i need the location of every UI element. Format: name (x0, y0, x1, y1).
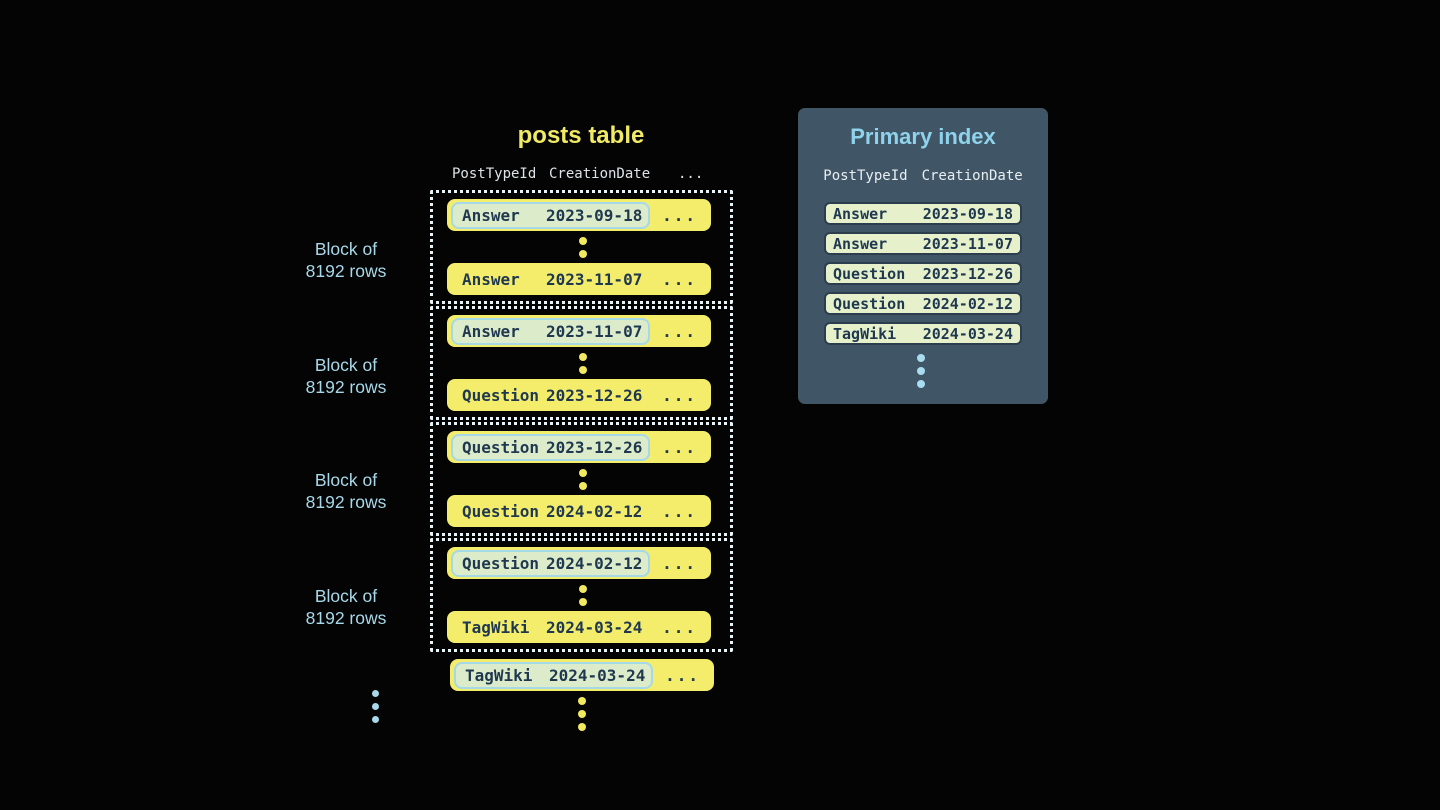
cell-creationdate: 2024-03-24 (922, 324, 1013, 343)
cell-creationdate: 2023-09-18 (922, 204, 1013, 223)
row-block-2: Answer 2023-11-07 ... Question 2023-12-2… (430, 306, 733, 420)
cell-posttypeid: Question (462, 553, 540, 573)
cell-posttypeid: Question (462, 385, 540, 405)
table-row: Answer 2023-11-07 ... (447, 315, 711, 347)
cell-creationdate: 2023-12-26 (922, 264, 1013, 283)
table-row: TagWiki 2024-03-24 ... (447, 611, 711, 643)
index-mark-highlight: Answer 2023-09-18 (451, 201, 650, 229)
index-row: Answer 2023-09-18 (824, 202, 1022, 225)
cell-posttypeid: Answer (833, 234, 888, 253)
primary-index-column-headers: PostTypeId CreationDate (798, 168, 1048, 184)
cell-posttypeid: Question (833, 264, 906, 283)
index-row: TagWiki 2024-03-24 (824, 322, 1022, 345)
index-mark-highlight: Question 2023-12-26 (451, 433, 650, 461)
cell-posttypeid: Answer (833, 204, 888, 223)
row-block-4: Question 2024-02-12 ... TagWiki 2024-03-… (430, 538, 733, 652)
cell-creationdate: 2023-09-18 (546, 205, 643, 225)
column-header-more: ... (678, 166, 704, 182)
cell-posttypeid: TagWiki (462, 617, 530, 637)
cell-creationdate: 2024-02-12 (922, 294, 1013, 313)
index-mark-highlight: TagWiki 2024-03-24 (454, 661, 653, 689)
row-more-columns: ... (662, 617, 697, 637)
cell-creationdate: 2024-02-12 (546, 553, 643, 573)
index-row: Answer 2023-11-07 (824, 232, 1022, 255)
cell-creationdate: 2023-11-07 (922, 234, 1013, 253)
row-more-columns: ... (662, 269, 697, 289)
column-header-creationdate: CreationDate (921, 168, 1023, 184)
cell-posttypeid: Question (833, 294, 906, 313)
posts-table-title: posts table (517, 122, 645, 149)
more-blocks-dots-icon (372, 690, 379, 729)
row-more-columns: ... (662, 385, 697, 405)
column-header-posttypeid: PostTypeId (823, 168, 908, 184)
block-size-label: Block of 8192 rows (305, 470, 387, 512)
cell-posttypeid: Question (462, 501, 540, 521)
cell-posttypeid: Answer (462, 205, 520, 225)
block-size-label: Block of 8192 rows (305, 239, 387, 281)
index-mark-highlight: Answer 2023-11-07 (451, 317, 650, 345)
row-more-columns: ... (665, 665, 700, 685)
cell-creationdate: 2023-12-26 (546, 385, 643, 405)
table-row: Question 2023-12-26 ... (447, 379, 711, 411)
index-mark-highlight: Question 2024-02-12 (451, 549, 650, 577)
more-index-rows-dots-icon (917, 354, 925, 393)
primary-index-panel: Primary index PostTypeId CreationDate An… (798, 108, 1048, 404)
cell-posttypeid: Question (462, 437, 540, 457)
cell-creationdate: 2024-03-24 (549, 665, 646, 685)
cell-creationdate: 2023-11-07 (546, 269, 643, 289)
cell-posttypeid: TagWiki (465, 665, 533, 685)
block-size-label: Block of 8192 rows (305, 355, 387, 397)
table-row: Question 2024-02-12 ... (447, 547, 711, 579)
cell-posttypeid: TagWiki (833, 324, 897, 343)
row-more-columns: ... (662, 553, 697, 573)
row-more-columns: ... (662, 501, 697, 521)
index-row: Question 2024-02-12 (824, 292, 1022, 315)
primary-index-title: Primary index (850, 124, 996, 149)
index-row: Question 2023-12-26 (824, 262, 1022, 285)
table-row: TagWiki 2024-03-24 ... (450, 659, 714, 691)
table-row: Answer 2023-11-07 ... (447, 263, 711, 295)
posts-table-column-headers: PostTypeId CreationDate ... (452, 166, 742, 182)
column-header-creationdate: CreationDate (549, 166, 651, 182)
cell-creationdate: 2024-03-24 (546, 617, 643, 637)
cell-posttypeid: Answer (462, 269, 520, 289)
row-block-3: Question 2023-12-26 ... Question 2024-02… (430, 422, 733, 536)
table-row: Question 2023-12-26 ... (447, 431, 711, 463)
column-header-posttypeid: PostTypeId (452, 166, 537, 182)
block-size-label: Block of 8192 rows (305, 586, 387, 628)
cell-creationdate: 2023-11-07 (546, 321, 643, 341)
cell-posttypeid: Answer (462, 321, 520, 341)
table-row: Answer 2023-09-18 ... (447, 199, 711, 231)
row-block-1: Answer 2023-09-18 ... Answer 2023-11-07 … (430, 190, 733, 304)
row-more-columns: ... (662, 321, 697, 341)
cell-creationdate: 2024-02-12 (546, 501, 643, 521)
row-more-columns: ... (662, 437, 697, 457)
row-more-columns: ... (662, 205, 697, 225)
table-row: Question 2024-02-12 ... (447, 495, 711, 527)
cell-creationdate: 2023-12-26 (546, 437, 643, 457)
more-rows-dots-icon (578, 697, 586, 736)
